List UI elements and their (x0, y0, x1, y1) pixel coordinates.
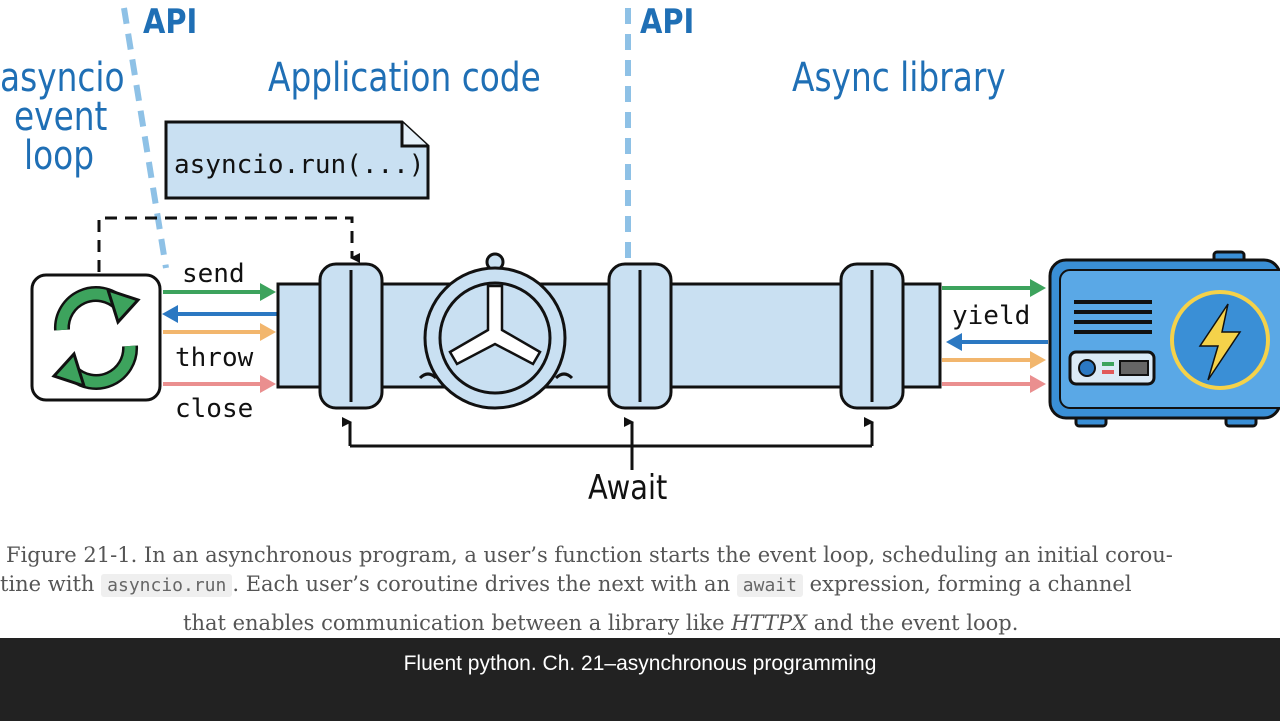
api-label-left: API (143, 2, 198, 42)
close-label: close (175, 394, 254, 424)
application-code-label: Application code (268, 55, 541, 101)
event-loop-label-3: loop (24, 133, 95, 179)
coupling-3 (839, 262, 905, 410)
valve-wheel-icon (418, 252, 574, 410)
run-call-label: asyncio.run(...) (174, 150, 425, 180)
event-loop-box (30, 273, 162, 402)
yield-label: yield (952, 301, 1031, 331)
caption-line-3: that enables communication between a lib… (183, 608, 1018, 638)
caption-line-2: tine with asyncio.run. Each user’s corou… (0, 569, 1132, 601)
diagram: API API asyncio event loop Application c… (0, 2, 1280, 508)
api-separator-left (121, 7, 169, 269)
code-await: await (736, 574, 803, 597)
coupling-1 (318, 262, 384, 410)
caption-line-2-pre: tine with (0, 572, 95, 596)
await-label: Await (588, 468, 668, 508)
caption-line-1: Figure 21-1. In an asynchronous program,… (6, 543, 1173, 567)
caption-line-3-pre: that enables communication between a lib… (183, 611, 725, 635)
await-bracket (342, 417, 874, 470)
throw-label: throw (175, 343, 254, 373)
subtitle-bar: Fluent python. Ch. 21–asynchronous progr… (0, 638, 1280, 721)
left-channel-arrows (162, 283, 277, 393)
event-loop-label-2: event (14, 94, 108, 140)
caption-line-3-post: and the event loop. (813, 611, 1019, 635)
caption-line-2-mid: . Each user’s coroutine drives the next … (232, 572, 731, 596)
subtitle-text: Fluent python. Ch. 21–asynchronous progr… (403, 652, 877, 675)
start-dashed-arrow (97, 216, 360, 272)
diagram-graphics (30, 7, 1280, 470)
api-label-right: API (640, 2, 695, 42)
event-loop-label-1: asyncio (0, 55, 125, 101)
send-label: send (182, 259, 245, 289)
coupling-2 (607, 262, 673, 410)
run-note-shape (164, 120, 430, 200)
caption-httpx: HTTPX (731, 611, 808, 635)
code-asyncio-run: asyncio.run (101, 574, 233, 597)
recycle-arrows-icon (51, 286, 141, 390)
caption-line-2-post: expression, forming a channel (809, 572, 1132, 596)
right-channel-arrows (942, 279, 1048, 393)
power-generator-icon (1048, 250, 1280, 428)
async-library-label: Async library (792, 55, 1006, 101)
